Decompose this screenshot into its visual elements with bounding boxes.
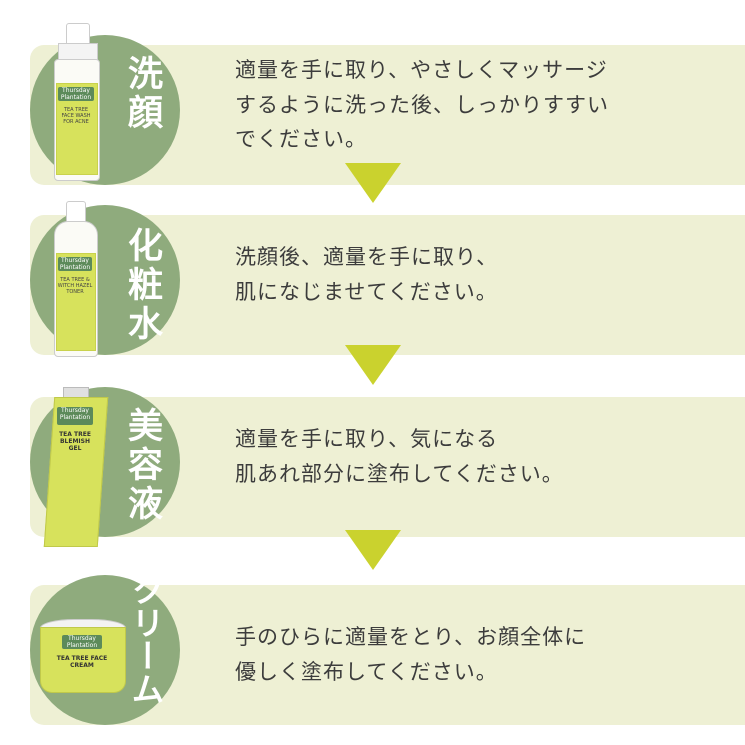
text-line: 肌になじませてください。 (235, 279, 498, 304)
step-face-wash: Thursday Plantation TEA TREE FACE WASH F… (0, 23, 745, 185)
step-cream: Thursday Plantation TEA TREE FACE CREAM … (0, 573, 745, 725)
product-brand: Thursday Plantation (58, 87, 94, 101)
step-label: 化粧水 (122, 227, 162, 344)
step-description: 適量を手に取り、やさしくマッサージ するように洗った後、しっかりすすい でくださ… (235, 53, 609, 157)
text-line: 優しく塗布してください。 (235, 659, 498, 684)
step-label: 洗顔 (122, 55, 162, 133)
product-face-wash-bottle: Thursday Plantation TEA TREE FACE WASH F… (52, 23, 100, 183)
down-arrow-icon (345, 163, 401, 203)
product-brand: Thursday Plantation (62, 635, 102, 649)
product-brand: Thursday Plantation (57, 407, 93, 425)
product-brand: Thursday Plantation (58, 257, 92, 272)
step-description: 適量を手に取り、気になる 肌あれ部分に塗布してください。 (235, 422, 564, 491)
step-description: 洗顔後、適量を手に取り、 肌になじませてください。 (235, 240, 498, 309)
step-description: 手のひらに適量をとり、お顔全体に 優しく塗布してください。 (235, 620, 586, 689)
text-line: 適量を手に取り、やさしくマッサージ (235, 58, 608, 82)
step-label: 美容液 (122, 407, 162, 524)
product-name: TEA TREE & WITCH HAZEL TONER (57, 277, 93, 295)
text-line: 洗顔後、適量を手に取り、 (235, 245, 499, 269)
down-arrow-icon (345, 345, 401, 385)
step-serum: Thursday Plantation TEA TREE BLEMISH GEL… (0, 387, 745, 547)
text-line: 適量を手に取り、気になる (235, 427, 499, 451)
product-toner-bottle: Thursday Plantation TEA TREE & WITCH HAZ… (52, 201, 98, 359)
step-toner: Thursday Plantation TEA TREE & WITCH HAZ… (0, 201, 745, 357)
product-name: TEA TREE FACE CREAM (56, 655, 108, 669)
product-name: TEA TREE BLEMISH GEL (59, 431, 91, 453)
product-face-cream-jar: Thursday Plantation TEA TREE FACE CREAM (40, 619, 126, 693)
text-line: 手のひらに適量をとり、お顔全体に (235, 625, 587, 649)
text-line: 肌あれ部分に塗布してください。 (235, 461, 564, 486)
down-arrow-icon (345, 530, 401, 570)
text-line: するように洗った後、しっかりすすい (235, 92, 609, 117)
product-name: TEA TREE FACE WASH FOR ACNE (61, 107, 91, 125)
product-blemish-gel-tube: Thursday Plantation TEA TREE BLEMISH GEL (43, 387, 109, 547)
step-label: クリーム (126, 573, 165, 705)
text-line: でください。 (235, 127, 367, 152)
